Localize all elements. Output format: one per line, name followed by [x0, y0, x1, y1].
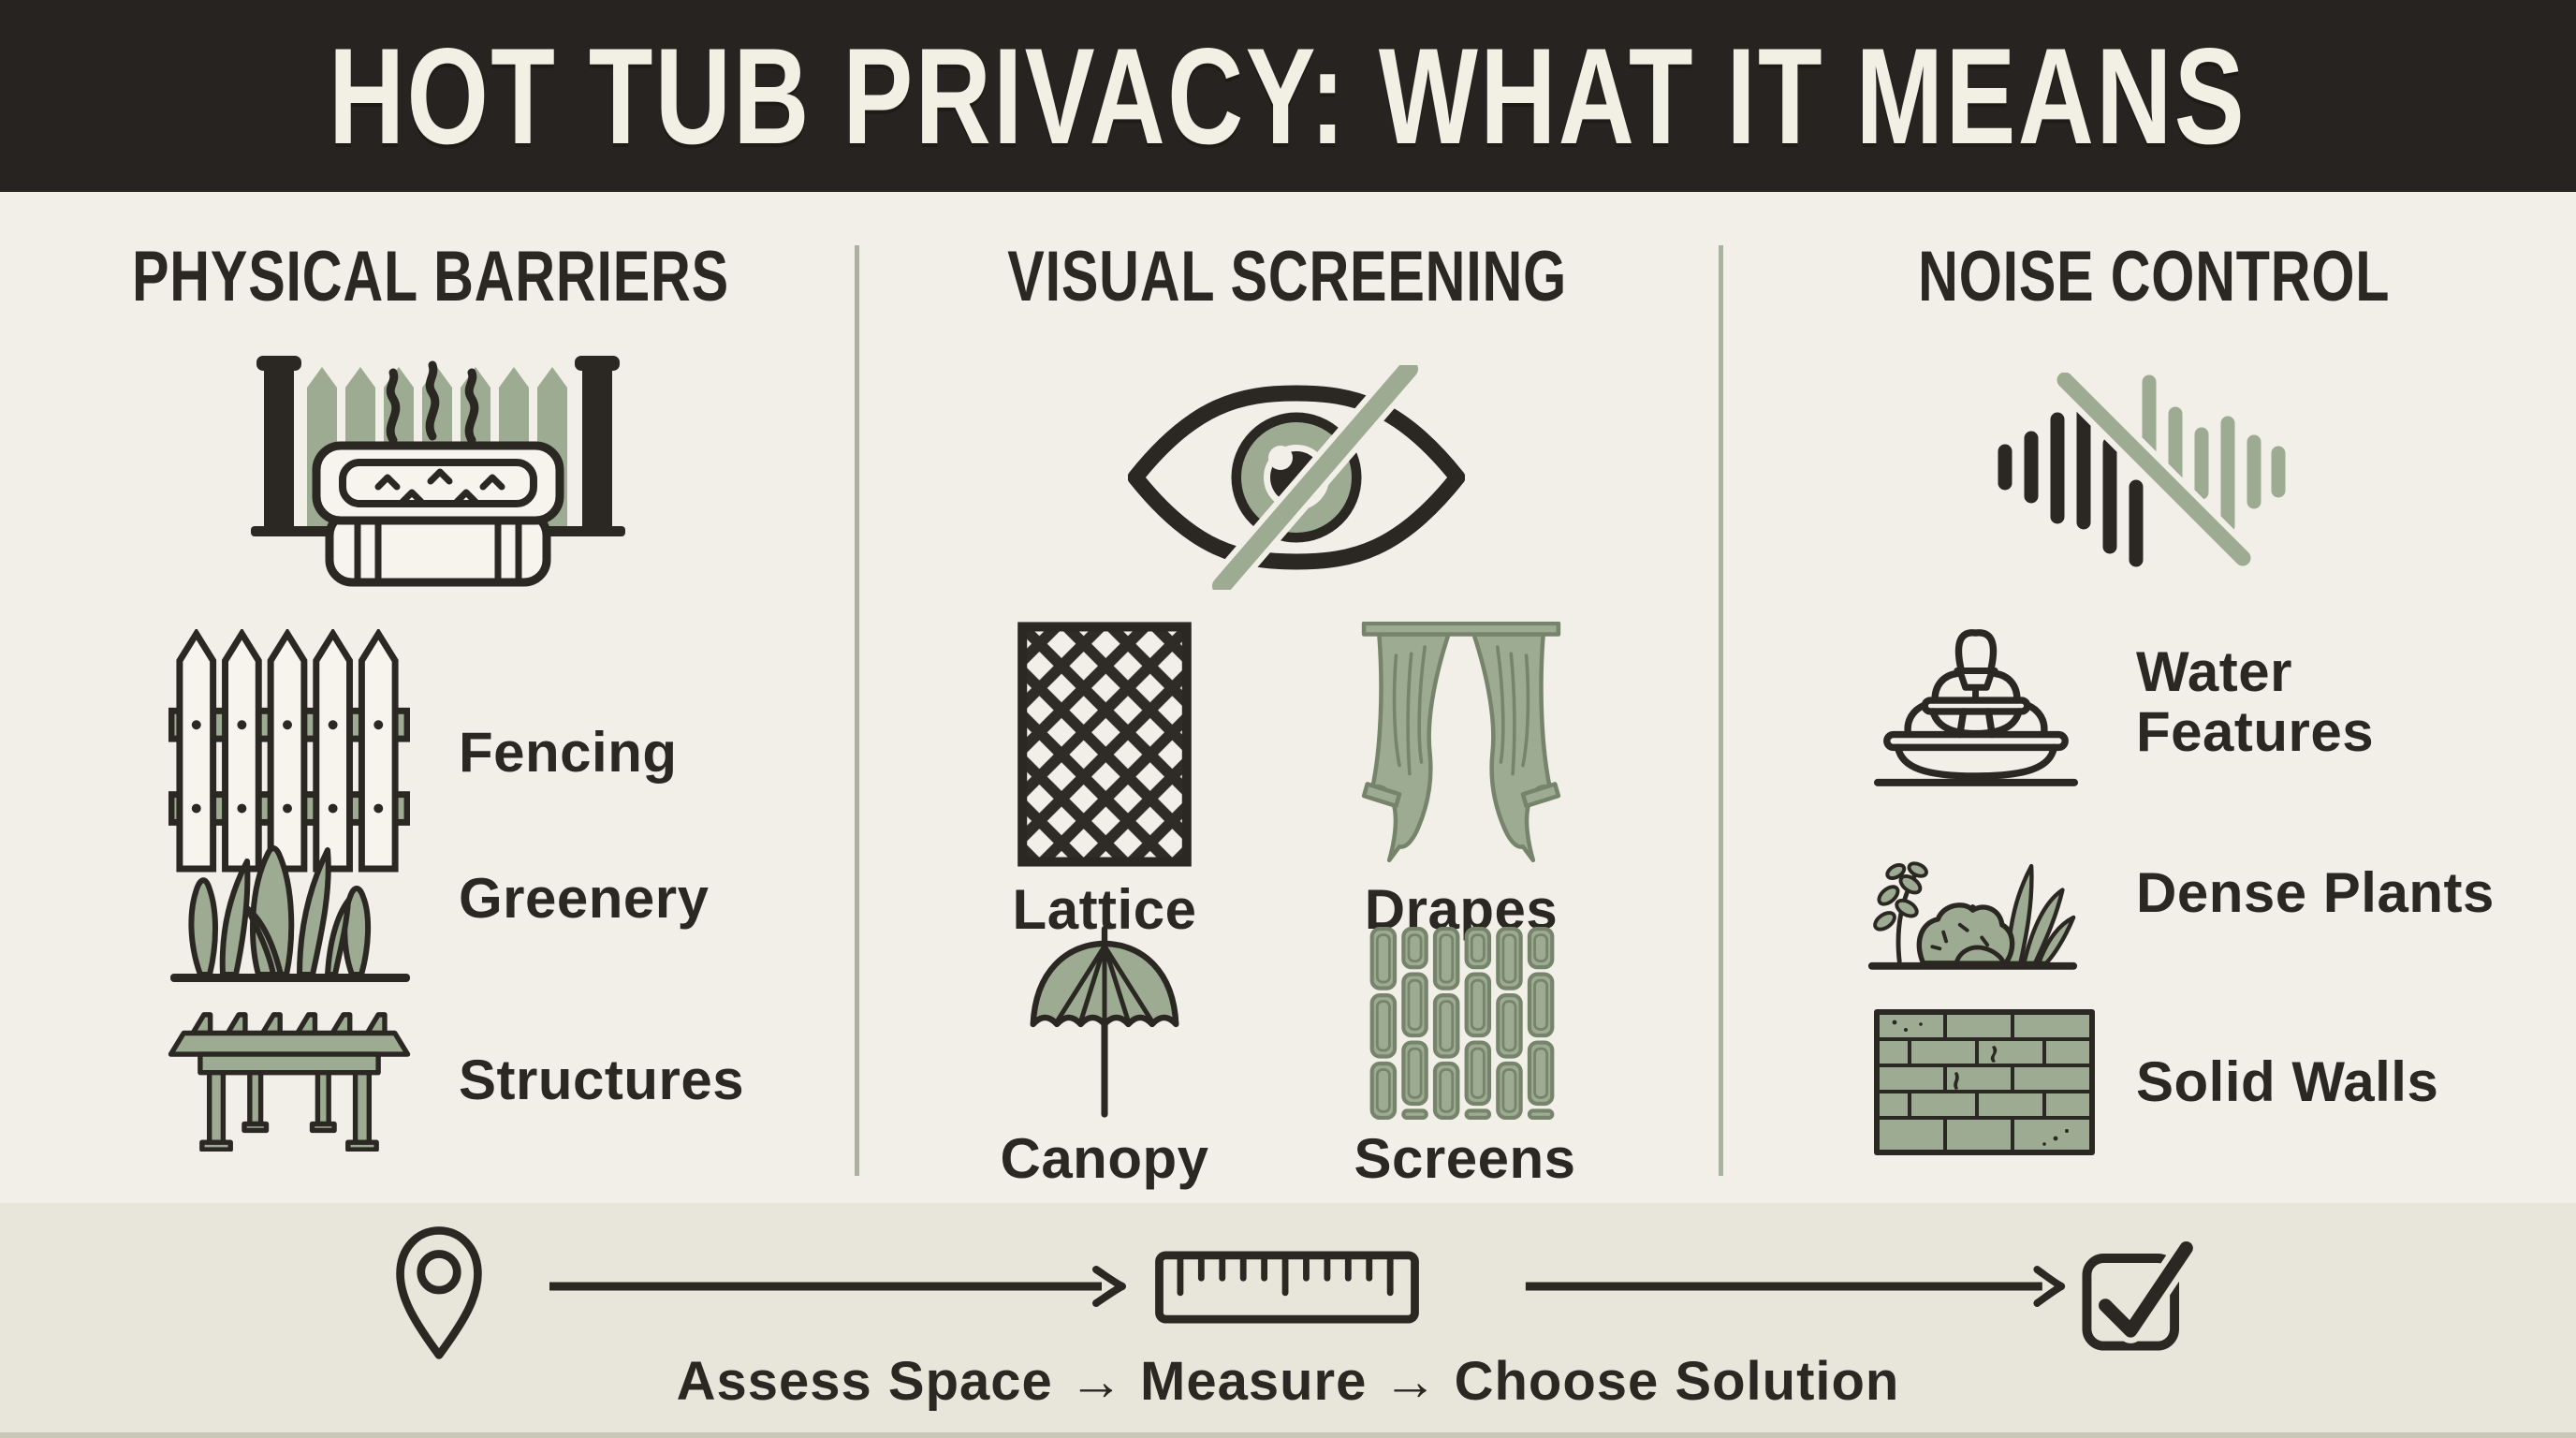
picket-fence-icon	[168, 629, 410, 875]
bottom-edge	[0, 1432, 2576, 1438]
label-fencing: Fencing	[459, 721, 678, 784]
dense-plants-icon	[1865, 813, 2080, 974]
greenery-icon	[168, 822, 412, 986]
process-arrow-icon	[548, 1266, 1128, 1307]
label-water-features: Water Features	[2136, 640, 2375, 763]
column-divider-right	[1719, 245, 1723, 1176]
pergola-icon	[167, 1009, 412, 1152]
label-greenery: Greenery	[459, 867, 710, 930]
eye-slash-icon	[1128, 365, 1465, 590]
muted-sound-wave-icon	[1992, 373, 2301, 569]
label-structures: Structures	[459, 1049, 745, 1111]
column-header-noise-control: NOISE CONTROL	[1917, 237, 2391, 316]
column-header-physical-barriers: PHYSICAL BARRIERS	[132, 237, 729, 316]
label-canopy: Canopy	[1000, 1127, 1209, 1190]
label-solid-walls: Solid Walls	[2136, 1050, 2439, 1113]
column-divider-left	[855, 245, 859, 1176]
process-caption: Assess Space → Measure → Choose Solution	[676, 1351, 1900, 1412]
title-bar: HOT TUB PRIVACY: WHAT IT MEANS	[0, 0, 2576, 192]
location-pin-icon	[389, 1223, 489, 1359]
fountain-icon	[1872, 622, 2080, 788]
column-header-visual-screening: VISUAL SCREENING	[1007, 237, 1567, 316]
label-screens: Screens	[1354, 1127, 1576, 1190]
canopy-umbrella-icon	[1020, 925, 1189, 1123]
ruler-icon	[1151, 1251, 1423, 1324]
label-drapes: Drapes	[1364, 878, 1559, 941]
lattice-icon	[1011, 622, 1198, 867]
hot-tub-behind-fence-icon	[251, 348, 625, 592]
checkbox-check-icon	[2080, 1225, 2194, 1359]
page-title: HOT TUB PRIVACY: WHAT IT MEANS	[329, 19, 2247, 172]
bamboo-screen-icon	[1368, 927, 1556, 1120]
drapes-icon	[1355, 622, 1567, 867]
label-dense-plants: Dense Plants	[2136, 861, 2495, 924]
process-arrow-icon	[1524, 1266, 2067, 1307]
brick-wall-icon	[1872, 1007, 2097, 1157]
